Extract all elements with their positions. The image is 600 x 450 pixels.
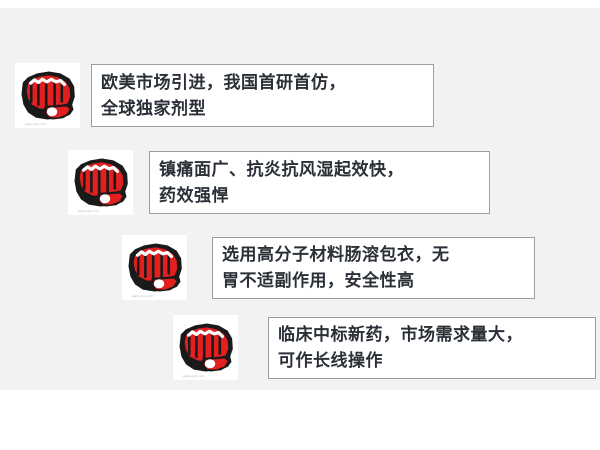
- red-fist-icon: www.nipic.com: [122, 235, 187, 300]
- callout-box-3: 选用高分子材料肠溶包衣，无 胃不适副作用，安全性高: [212, 236, 535, 299]
- callout-text-4: 临床中标新药，市场需求量大， 可作长线操作: [278, 324, 523, 371]
- callout-text-3: 选用高分子材料肠溶包衣，无 胃不适副作用，安全性高: [222, 244, 450, 291]
- bullet-row-3: www.nipic.com 选用高分子材料肠溶包衣，无 胃不适副作用，安全性高: [122, 235, 535, 300]
- bullet-row-2: www.nipic.com 镇痛面广、抗炎抗风湿起效快， 药效强悍: [68, 150, 490, 215]
- callout-text-2: 镇痛面广、抗炎抗风湿起效快， 药效强悍: [159, 159, 404, 206]
- callout-box-4: 临床中标新药，市场需求量大， 可作长线操作: [268, 316, 596, 379]
- red-fist-icon: www.nipic.com: [173, 315, 238, 380]
- icon-watermark: www.nipic.com: [25, 123, 47, 126]
- icon-watermark: www.nipic.com: [132, 295, 154, 298]
- callout-box-1: 欧美市场引进，我国首研首仿， 全球独家剂型: [91, 64, 434, 127]
- bullet-row-1: www.nipic.com 欧美市场引进，我国首研首仿， 全球独家剂型: [15, 63, 434, 128]
- red-fist-icon: www.nipic.com: [15, 63, 80, 128]
- red-fist-icon: www.nipic.com: [68, 150, 133, 215]
- icon-watermark: www.nipic.com: [183, 375, 205, 378]
- bullet-row-4: www.nipic.com 临床中标新药，市场需求量大， 可作长线操作: [173, 315, 596, 380]
- callout-text-1: 欧美市场引进，我国首研首仿， 全球独家剂型: [101, 72, 346, 119]
- callout-box-2: 镇痛面广、抗炎抗风湿起效快， 药效强悍: [149, 151, 490, 214]
- icon-watermark: www.nipic.com: [78, 210, 100, 213]
